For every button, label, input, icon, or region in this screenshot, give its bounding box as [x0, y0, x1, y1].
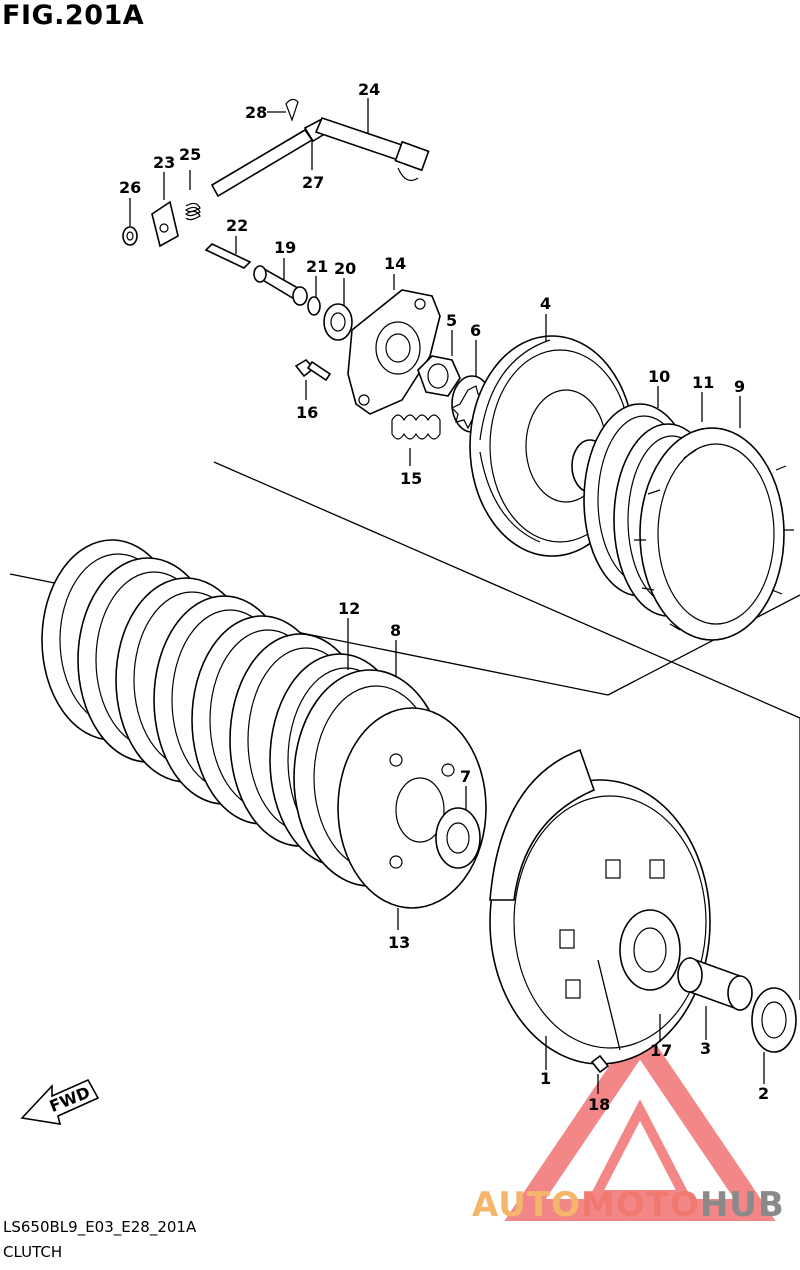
callout-19: 19 — [274, 238, 296, 257]
leader-lines — [129, 98, 765, 1094]
callout-18: 18 — [588, 1095, 610, 1114]
figure-caption: CLUTCH — [3, 1243, 63, 1261]
thrust-washer-7 — [435, 807, 481, 869]
cotter-pin-28 — [285, 98, 299, 122]
callout-21: 21 — [306, 257, 328, 276]
callout-27: 27 — [302, 173, 324, 192]
callout-14: 14 — [384, 254, 406, 273]
figure-code: LS650BL9_E03_E28_201A — [3, 1218, 197, 1236]
pressure-plate-14 — [347, 289, 441, 415]
callout-23: 23 — [153, 153, 175, 172]
callout-1: 1 — [540, 1069, 551, 1088]
callout-10: 10 — [648, 367, 670, 386]
callout-26: 26 — [119, 178, 141, 197]
clutch-spring-15 — [391, 414, 441, 440]
bearing-20 — [323, 303, 353, 341]
spring-25 — [185, 202, 201, 221]
watermark-logo — [504, 1020, 776, 1221]
callout-25: 25 — [179, 145, 201, 164]
spacer-3 — [677, 956, 753, 1012]
push-rod-19 — [253, 265, 308, 306]
callout-9: 9 — [734, 377, 745, 396]
callout-22: 22 — [226, 216, 248, 235]
callout-4: 4 — [540, 294, 551, 313]
callout-2: 2 — [758, 1084, 769, 1103]
callout-16: 16 — [296, 403, 318, 422]
callout-7: 7 — [460, 767, 471, 786]
callout-8: 8 — [390, 621, 401, 640]
callout-15: 15 — [400, 469, 422, 488]
watermark-part-auto: AUTO — [472, 1185, 581, 1225]
callout-12: 12 — [338, 599, 360, 618]
washer-26 — [122, 226, 138, 246]
primary-driven-gear-1 — [489, 748, 711, 1065]
pressure-disc-13 — [337, 707, 487, 909]
frame-right-line — [607, 594, 800, 696]
washer-2 — [751, 987, 797, 1053]
callout-28: 28 — [245, 103, 267, 122]
watermark-text: AUTOMOTOHUB — [472, 1185, 785, 1225]
figure-title: FIG.201A — [2, 0, 145, 31]
watermark-part-moto: MOTO — [580, 1185, 700, 1225]
drive-plate-9 — [634, 427, 794, 641]
callout-3: 3 — [700, 1039, 711, 1058]
callout-11: 11 — [692, 373, 714, 392]
o-ring-21 — [307, 296, 321, 316]
callout-5: 5 — [446, 311, 457, 330]
pin-18 — [590, 1054, 610, 1074]
callout-17: 17 — [650, 1041, 672, 1060]
callout-20: 20 — [334, 259, 356, 278]
pin-22 — [204, 243, 252, 269]
callout-labels: 24 28 23 25 26 27 22 19 21 20 14 5 6 4 1… — [47, 80, 769, 1116]
bracket-23 — [151, 200, 179, 248]
callout-24: 24 — [358, 80, 380, 99]
plate-group-frame — [213, 461, 800, 1000]
callout-6: 6 — [470, 321, 481, 340]
release-shaft-24 — [210, 117, 430, 198]
fwd-arrow — [20, 1078, 100, 1125]
nut-5 — [417, 355, 461, 397]
bolt-16 — [294, 358, 332, 382]
watermark-part-hub: HUB — [699, 1185, 785, 1225]
callout-13: 13 — [388, 933, 410, 952]
